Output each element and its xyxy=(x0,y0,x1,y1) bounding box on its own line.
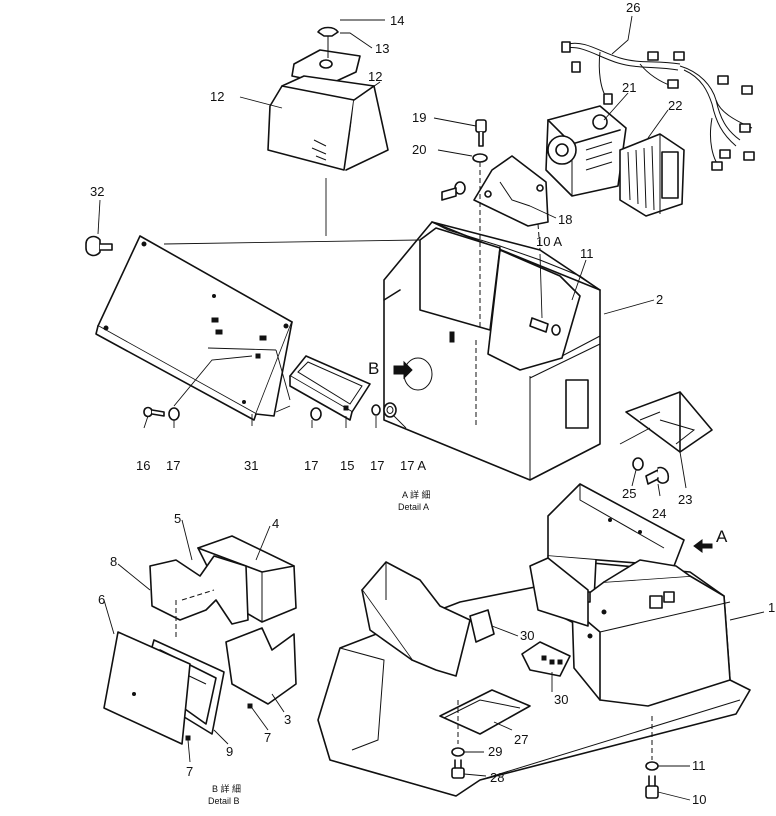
callout-17-right: 17 xyxy=(370,458,384,473)
callout-12-left: 12 xyxy=(210,89,224,104)
callout-28: 28 xyxy=(490,770,504,785)
caption-detail-b-jp: B 詳 細 xyxy=(212,783,241,794)
washer-25 xyxy=(632,457,644,471)
switch-30 xyxy=(521,641,571,677)
bolt-pair xyxy=(441,181,466,201)
caption-detail-a-en: Detail A xyxy=(398,502,429,512)
callout-5: 5 xyxy=(174,511,181,526)
wiring-harness xyxy=(561,41,755,171)
rubber-bellows xyxy=(619,133,685,217)
callout-17-left: 17 xyxy=(166,458,180,473)
detail-b-plate-3 xyxy=(225,627,297,705)
detail-b-cover-5 xyxy=(149,555,249,625)
callout-12-right: 12 xyxy=(368,69,382,84)
callout-24: 24 xyxy=(652,506,666,521)
bracket-18 xyxy=(473,155,549,227)
washer-29 xyxy=(451,747,465,757)
nut-17a xyxy=(383,402,397,418)
controller-unit xyxy=(545,105,627,197)
bolt-16 xyxy=(143,406,165,418)
callout-numbers: 26 14 13 12 12 21 22 19 20 18 32 10 A 11… xyxy=(90,0,775,807)
callout-19: 19 xyxy=(412,110,426,125)
callout-23: 23 xyxy=(678,492,692,507)
callout-29: 29 xyxy=(488,744,502,759)
callout-3: 3 xyxy=(284,712,291,727)
caption-detail-b-en: Detail B xyxy=(208,796,240,806)
callout-11-bottom: 11 xyxy=(692,758,706,773)
cover-23 xyxy=(625,391,713,453)
washer-11 xyxy=(645,761,659,771)
callout-21: 21 xyxy=(622,80,636,95)
callout-1: 1 xyxy=(768,600,775,615)
callout-16: 16 xyxy=(136,458,150,473)
bolt-24 xyxy=(645,466,670,485)
bolt-19 xyxy=(475,119,487,147)
callout-14: 14 xyxy=(390,13,404,28)
console-fasteners xyxy=(449,317,561,343)
detail-a-inner-box xyxy=(529,557,589,627)
leader-lines-b xyxy=(103,519,285,763)
callout-32: 32 xyxy=(90,184,104,199)
callout-10-bottom: 10 xyxy=(692,792,706,807)
bolt-28 xyxy=(451,759,465,779)
console-box xyxy=(383,221,601,481)
callout-31: 31 xyxy=(244,458,258,473)
callout-25: 25 xyxy=(622,486,636,501)
callout-8: 8 xyxy=(110,554,117,569)
callout-30-upper: 30 xyxy=(520,628,534,643)
dashed-guides-top xyxy=(475,162,541,428)
callout-9: 9 xyxy=(226,744,233,759)
washer-20 xyxy=(472,153,488,163)
callout-4: 4 xyxy=(272,516,279,531)
leader-lines-top xyxy=(97,15,687,497)
leader-lines-a xyxy=(457,611,765,801)
callout-a-view: A xyxy=(716,527,728,546)
callout-10a-top: 10 A xyxy=(536,234,562,249)
callout-26: 26 xyxy=(626,0,640,15)
callout-13: 13 xyxy=(375,41,389,56)
callout-30-lower: 30 xyxy=(554,692,568,707)
plate-27 xyxy=(439,689,531,735)
callout-7-right: 7 xyxy=(264,730,271,745)
knob-32 xyxy=(85,235,113,257)
detail-captions: A 詳 細 Detail A B 詳 細 Detail B xyxy=(208,489,431,806)
caption-detail-a-jp: A 詳 細 xyxy=(402,489,431,500)
view-a-arrow xyxy=(693,539,713,553)
callout-22: 22 xyxy=(668,98,682,113)
detail-b-small xyxy=(175,589,253,741)
callout-20: 20 xyxy=(412,142,426,157)
cover-knob xyxy=(291,26,361,85)
washer-17c xyxy=(371,404,381,416)
callout-27: 27 xyxy=(514,732,528,747)
washer-17b xyxy=(310,407,322,421)
callout-b-port: B xyxy=(368,359,379,378)
callout-7-left: 7 xyxy=(186,764,193,779)
detail-b-panel-6 xyxy=(103,631,191,745)
washer-17a xyxy=(168,407,180,421)
callout-15: 15 xyxy=(340,458,354,473)
bolt-10 xyxy=(645,775,659,799)
callout-17-mid: 17 xyxy=(304,458,318,473)
callout-6: 6 xyxy=(98,592,105,607)
callout-11-top: 11 xyxy=(580,246,594,261)
switch-15 xyxy=(289,355,371,421)
console-cover xyxy=(267,75,389,171)
port-b-marker xyxy=(393,357,433,391)
detail-a-seat xyxy=(361,561,495,677)
callout-18: 18 xyxy=(558,212,572,227)
side-panel-31 xyxy=(95,235,293,421)
callout-17a: 17 A xyxy=(400,458,426,473)
callout-2: 2 xyxy=(656,292,663,307)
